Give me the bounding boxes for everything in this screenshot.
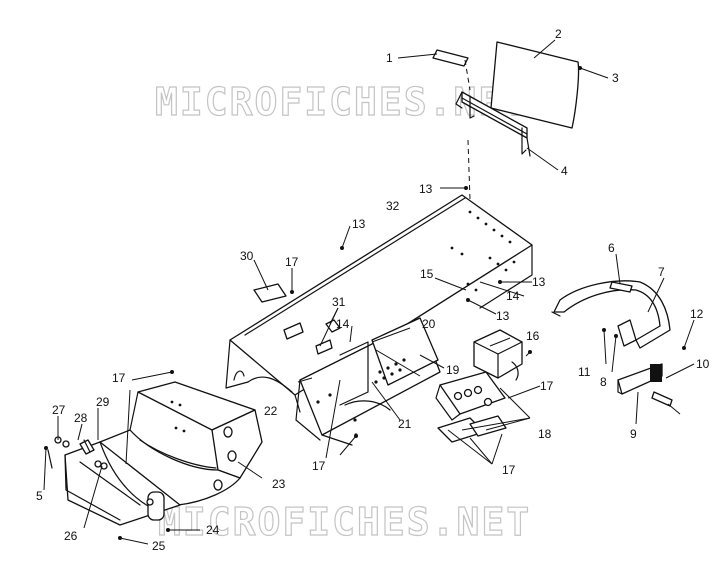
callout: 32: [386, 199, 400, 213]
callout: 13: [496, 309, 510, 323]
callout: 11: [578, 365, 591, 379]
callout: 29: [96, 395, 110, 409]
watermark-bottom: MICROFICHES.NET: [158, 500, 531, 544]
callout: 22: [264, 404, 278, 418]
callout: 28: [74, 411, 88, 425]
callout: 7: [658, 265, 665, 279]
callout: 4: [561, 164, 568, 178]
part-32-frame: [225, 194, 533, 413]
bracket-holes: [316, 358, 406, 437]
part-5-plate: [609, 281, 633, 293]
leader-lines: [43, 39, 695, 545]
callout: 1: [386, 51, 393, 65]
part-16-block: [473, 329, 523, 381]
callout: 13: [352, 217, 366, 231]
callout: 19: [446, 363, 460, 377]
callout: 18: [538, 427, 552, 441]
callout: 26: [64, 529, 78, 543]
callout: 17: [540, 379, 554, 393]
callout: 21: [398, 417, 412, 431]
callout: 24: [206, 523, 220, 537]
callout: 27: [52, 403, 66, 417]
callout: 14: [336, 317, 350, 331]
part-18-clamp: [435, 371, 507, 443]
callout: 31: [332, 295, 346, 309]
frame-holes: [450, 210, 516, 292]
callout: 13: [419, 182, 433, 196]
callout: 13: [532, 275, 546, 289]
part-4-bracket: [455, 91, 531, 157]
part-2-sheet: [490, 41, 580, 129]
part-30-plate: [253, 283, 287, 303]
part-9-plate: [651, 391, 673, 407]
callout: 25: [152, 539, 166, 553]
callout: 20: [422, 317, 436, 331]
callout: 23: [272, 477, 286, 491]
callout-labels: 1 2 3 4 13 32 13 30 17 31 15 14 13 13 14…: [36, 27, 710, 553]
callout: 6: [608, 241, 615, 255]
callout: 17: [502, 463, 516, 477]
part-10-bumper: [617, 363, 663, 395]
callout: 15: [420, 267, 434, 281]
alignment-line-center: [467, 139, 471, 201]
callout: 10: [696, 357, 710, 371]
part-1-plate: [432, 49, 469, 67]
callout: 16: [526, 329, 540, 343]
callout: 5: [36, 489, 43, 503]
callout: 9: [630, 427, 637, 441]
callout: 12: [690, 307, 704, 321]
hardware-27-29: [47, 436, 95, 469]
callout: 17: [112, 371, 126, 385]
callout: 17: [285, 255, 299, 269]
base-holes: [170, 400, 186, 433]
callout: 30: [240, 249, 254, 263]
callout: 8: [600, 375, 607, 389]
callout: 17: [312, 459, 326, 473]
part-24-pan: [64, 441, 181, 526]
callout: 2: [555, 27, 562, 41]
callout: 3: [612, 71, 619, 85]
callout: 14: [506, 289, 520, 303]
part-6-handle: [551, 280, 671, 349]
